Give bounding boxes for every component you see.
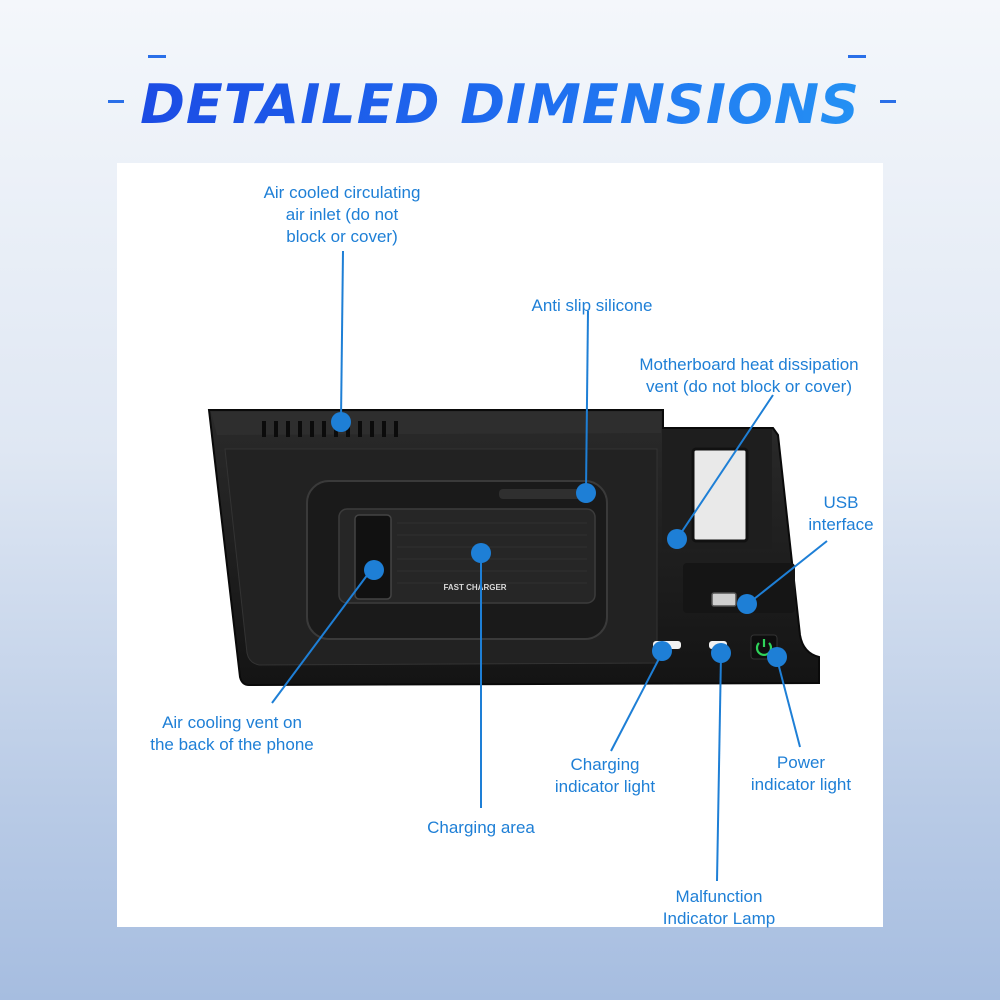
header: DETAILED DIMENSIONS bbox=[0, 55, 1000, 165]
power-icon bbox=[755, 639, 773, 656]
callout-usb-interface: USB interface bbox=[808, 493, 874, 534]
pad-texture bbox=[397, 522, 587, 584]
callout-malfunction-lamp: Malfunction Indicator Lamp bbox=[662, 887, 776, 928]
title-dash-top-left bbox=[148, 55, 166, 58]
callout-dots bbox=[331, 412, 787, 667]
callout-anti-slip-silicone: Anti slip silicone bbox=[531, 296, 653, 315]
title-dash-top-right bbox=[848, 55, 866, 58]
device-diagram: FAST CHARGER bbox=[207, 250, 828, 882]
title-dash-left bbox=[108, 100, 124, 103]
diagram-panel: FAST CHARGER bbox=[117, 163, 883, 928]
page-title: DETAILED DIMENSIONS bbox=[0, 73, 1000, 136]
callout-charging-indicator: Charging indicator light bbox=[554, 755, 656, 796]
usb-port bbox=[711, 592, 737, 607]
callout-lines bbox=[271, 250, 828, 882]
device-top-rim bbox=[211, 412, 661, 435]
pad-label: FAST CHARGER bbox=[443, 583, 506, 592]
callout-charging-area: Charging area bbox=[427, 818, 535, 837]
callout-air-inlet: Air cooled circulating air inlet (do not… bbox=[263, 183, 421, 246]
motherboard-vent-slot bbox=[691, 447, 749, 543]
callout-motherboard-vent: Motherboard heat dissipation vent (do no… bbox=[639, 355, 859, 396]
title-dash-right bbox=[880, 100, 896, 103]
back-cooling-vent bbox=[354, 514, 392, 600]
callout-air-cooling-back: Air cooling vent on the back of the phon… bbox=[150, 713, 314, 754]
charging-area-plate bbox=[338, 508, 596, 604]
callout-power-indicator: Power indicator light bbox=[750, 753, 852, 794]
usb-housing bbox=[683, 563, 795, 613]
pad-groove-top bbox=[499, 489, 587, 499]
